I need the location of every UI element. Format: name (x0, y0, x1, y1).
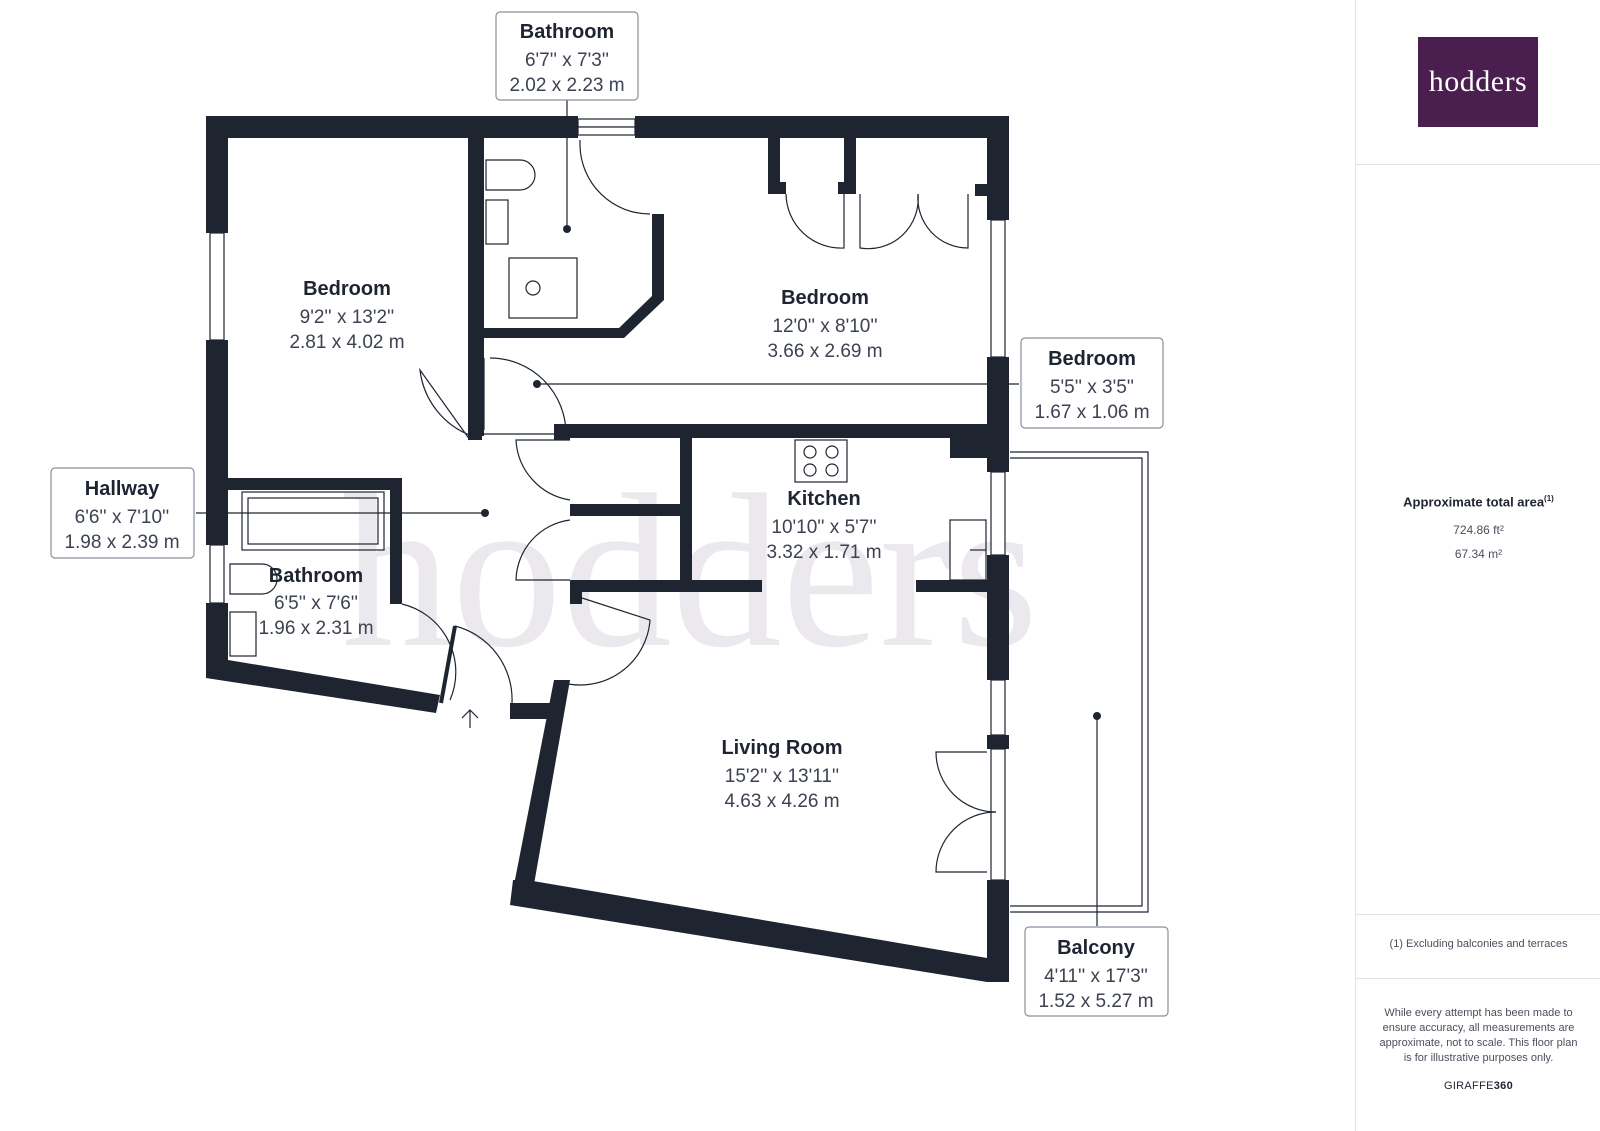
svg-text:1.52 x 5.27 m: 1.52 x 5.27 m (1038, 991, 1153, 1012)
divider (1356, 164, 1600, 165)
svg-text:Hallway: Hallway (85, 478, 160, 500)
fixtures (229, 140, 997, 873)
svg-text:3.32 x 1.71 m: 3.32 x 1.71 m (766, 542, 881, 563)
svg-text:12'0'' x 8'10'': 12'0'' x 8'10'' (772, 316, 877, 337)
svg-text:1.96 x 2.31 m: 1.96 x 2.31 m (258, 618, 373, 639)
svg-text:1.98 x 2.39 m: 1.98 x 2.39 m (64, 532, 179, 553)
leaders (196, 100, 1101, 926)
svg-text:1.67 x 1.06 m: 1.67 x 1.06 m (1034, 402, 1149, 423)
logo: hodders (1418, 37, 1538, 127)
logo-text: hodders (1428, 65, 1528, 98)
callout-bedroom-small: Bedroom 5'5'' x 3'5'' 1.67 x 1.06 m (1020, 337, 1164, 429)
svg-text:Balcony: Balcony (1057, 937, 1136, 959)
windows (209, 118, 1006, 881)
floor-plan: hodders (50, 11, 1169, 1017)
callout-bathroom-top: Bathroom 6'7'' x 7'3'' 2.02 x 2.23 m (495, 11, 639, 101)
svg-text:6'7'' x 7'3'': 6'7'' x 7'3'' (525, 50, 609, 71)
divider (1356, 914, 1600, 915)
sidebar: hodders Approximate total area(1) 724.86… (1355, 0, 1600, 1131)
svg-text:10'10'' x 5'7'': 10'10'' x 5'7'' (771, 517, 876, 538)
room-label-living-room: Living Room 15'2'' x 13'11'' 4.63 x 4.26… (721, 737, 842, 812)
svg-text:4.63 x 4.26 m: 4.63 x 4.26 m (724, 791, 839, 812)
total-area-sqm: 67.34 m² (1454, 547, 1503, 561)
svg-text:9'2'' x 13'2'': 9'2'' x 13'2'' (300, 307, 395, 328)
callout-hallway: Hallway 6'6'' x 7'10'' 1.98 x 2.39 m (50, 467, 195, 559)
brand-mark: GIRAFFE360 (1443, 1080, 1514, 1092)
svg-text:Bedroom: Bedroom (303, 278, 391, 300)
svg-text:6'6'' x 7'10'': 6'6'' x 7'10'' (75, 507, 170, 528)
svg-text:4'11'' x 17'3'': 4'11'' x 17'3'' (1044, 966, 1148, 987)
balcony-outline (1010, 451, 1149, 913)
svg-text:2.02 x 2.23 m: 2.02 x 2.23 m (509, 75, 624, 96)
svg-text:15'2'' x 13'11'': 15'2'' x 13'11'' (725, 766, 839, 787)
svg-text:Kitchen: Kitchen (787, 488, 860, 510)
svg-text:5'5'' x 3'5'': 5'5'' x 3'5'' (1050, 377, 1134, 398)
room-label-kitchen: Kitchen 10'10'' x 5'7'' 3.32 x 1.71 m (766, 488, 881, 563)
svg-text:Living Room: Living Room (721, 737, 842, 759)
room-label-bathroom-bottom: Bathroom 6'5'' x 7'6'' 1.96 x 2.31 m (258, 565, 373, 639)
footnote: (1) Excluding balconies and terraces (1389, 938, 1568, 950)
svg-text:6'5'' x 7'6'': 6'5'' x 7'6'' (274, 593, 358, 614)
svg-text:3.66 x 2.69 m: 3.66 x 2.69 m (767, 341, 882, 362)
svg-text:Bedroom: Bedroom (1048, 348, 1136, 370)
room-label-bedroom-main: Bedroom 12'0'' x 8'10'' 3.66 x 2.69 m (767, 287, 882, 362)
svg-text:Bathroom: Bathroom (520, 21, 614, 43)
total-area-label: Approximate total area(1) (1403, 494, 1554, 510)
disclaimer: While every attempt has been made to ens… (1379, 1007, 1578, 1064)
callout-balcony: Balcony 4'11'' x 17'3'' 1.52 x 5.27 m (1024, 926, 1169, 1017)
svg-text:Bathroom: Bathroom (269, 565, 363, 587)
svg-text:Bedroom: Bedroom (781, 287, 869, 309)
total-area-sqft: 724.86 ft² (1453, 523, 1504, 537)
room-label-bedroom-left: Bedroom 9'2'' x 13'2'' 2.81 x 4.02 m (289, 278, 404, 353)
walls (206, 116, 1009, 982)
svg-text:2.81 x 4.02 m: 2.81 x 4.02 m (289, 332, 404, 353)
divider (1356, 978, 1600, 979)
